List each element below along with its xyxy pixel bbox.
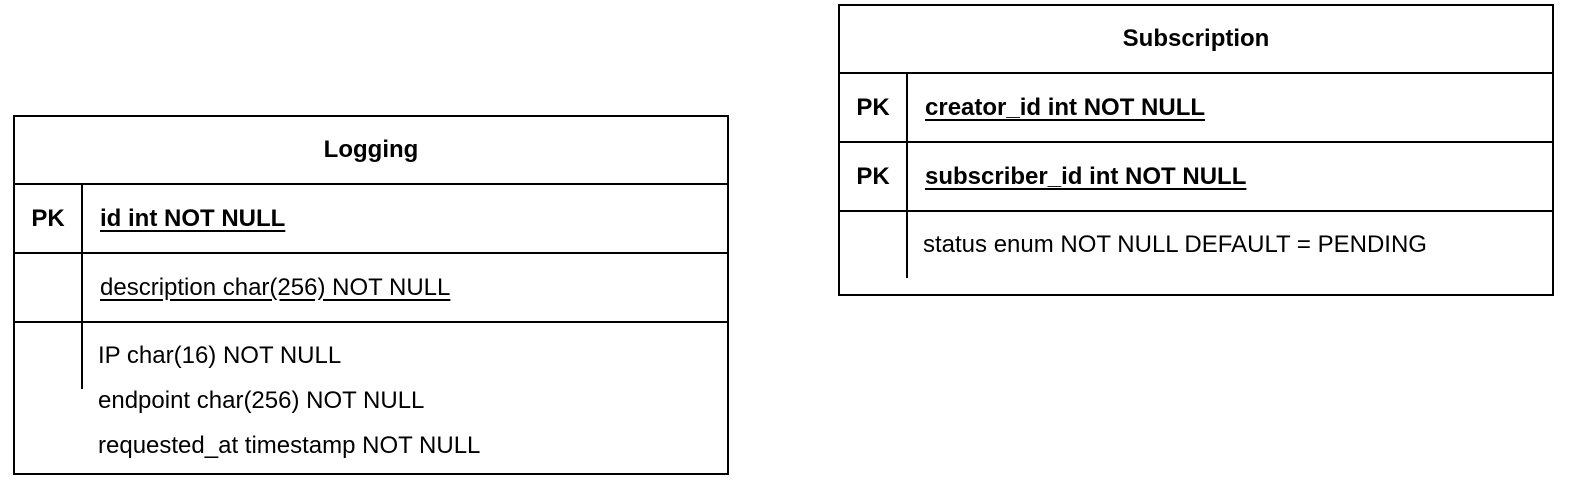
field-list: status enum NOT NULL DEFAULT = PENDING <box>906 212 1552 300</box>
field-cell: subscriber_id int NOT NULL <box>906 143 1552 210</box>
field-cell: description char(256) NOT NULL <box>81 254 727 321</box>
field-creator-id: creator_id int NOT NULL <box>925 93 1206 121</box>
attribute-section: status enum NOT NULL DEFAULT = PENDING <box>840 212 1552 300</box>
pk-row: PK subscriber_id int NOT NULL <box>840 143 1552 212</box>
key-label <box>15 323 81 479</box>
key-label <box>840 212 906 300</box>
key-label: PK <box>856 93 890 121</box>
field-list: IP char(16) NOT NULL endpoint char(256) … <box>81 323 727 479</box>
entity-title: Subscription <box>840 6 1552 74</box>
key-label: PK <box>856 162 890 190</box>
pk-row: PK creator_id int NOT NULL <box>840 74 1552 143</box>
field-requested-at: requested_at timestamp NOT NULL <box>98 432 481 459</box>
key-label <box>15 254 81 321</box>
logging-entity: Logging PK id int NOT NULL description c… <box>13 115 729 475</box>
field-endpoint: endpoint char(256) NOT NULL <box>98 387 425 414</box>
field-cell: id int NOT NULL <box>81 185 727 252</box>
entity-title: Logging <box>15 117 727 185</box>
key-label: PK <box>31 204 65 232</box>
pk-row: PK id int NOT NULL <box>15 185 727 254</box>
subscription-entity: Subscription PK creator_id int NOT NULL … <box>838 4 1554 296</box>
column-divider <box>906 212 908 278</box>
field-status: status enum NOT NULL DEFAULT = PENDING <box>923 231 1427 258</box>
attribute-section: IP char(16) NOT NULL endpoint char(256) … <box>15 323 727 479</box>
field-id: id int NOT NULL <box>100 204 286 232</box>
field-description: description char(256) NOT NULL <box>100 273 451 301</box>
field-subscriber-id: subscriber_id int NOT NULL <box>925 162 1247 190</box>
attribute-row: description char(256) NOT NULL <box>15 254 727 323</box>
field-cell: creator_id int NOT NULL <box>906 74 1552 141</box>
field-ip: IP char(16) NOT NULL <box>98 342 342 369</box>
column-divider <box>81 323 83 389</box>
